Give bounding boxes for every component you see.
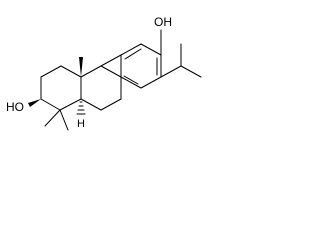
- ring-oh-wedge: [28, 99, 41, 107]
- ring-b: [80, 65, 122, 111]
- bond-c6-c5: [80, 98, 102, 111]
- ring-oh-label: HO: [6, 100, 24, 114]
- isopropyl-group: [160, 43, 202, 78]
- junction-h-label: H: [77, 118, 85, 130]
- bond-ar-1: [100, 54, 122, 67]
- bond-gem-me2: [59, 109, 69, 131]
- ring-c-aromatic: [100, 43, 162, 89]
- gem-dimethyl: [44, 109, 69, 131]
- angular-methyl-wedge: [79, 57, 83, 77]
- bond-c7-c6: [100, 98, 122, 111]
- bond-ar-5: [140, 76, 162, 89]
- bond-c2-c3: [40, 65, 62, 78]
- double-bond-ar-a: [124, 48, 142, 60]
- bond-ar-2: [120, 43, 142, 56]
- bond-isopropyl-me2: [180, 65, 202, 78]
- phenol-oh-label: OH: [154, 15, 172, 29]
- junction-h-hashed-wedge: [76, 101, 86, 115]
- bond-c4-c5: [59, 98, 82, 111]
- bond-isopropyl-ch: [160, 65, 182, 78]
- bond-ar-3: [140, 43, 162, 56]
- bond-gem-me1: [44, 109, 61, 127]
- molecule-structure: OH HO H: [6, 15, 202, 131]
- bond-c9-c8: [100, 65, 122, 78]
- bond-c1-c2: [60, 65, 82, 78]
- double-bond-ar-c: [123, 75, 139, 85]
- bond-c3-c4b: [40, 98, 61, 111]
- bond-ar-6: [120, 76, 142, 89]
- ring-a: [40, 65, 82, 111]
- bond-c10-c9: [80, 65, 102, 78]
